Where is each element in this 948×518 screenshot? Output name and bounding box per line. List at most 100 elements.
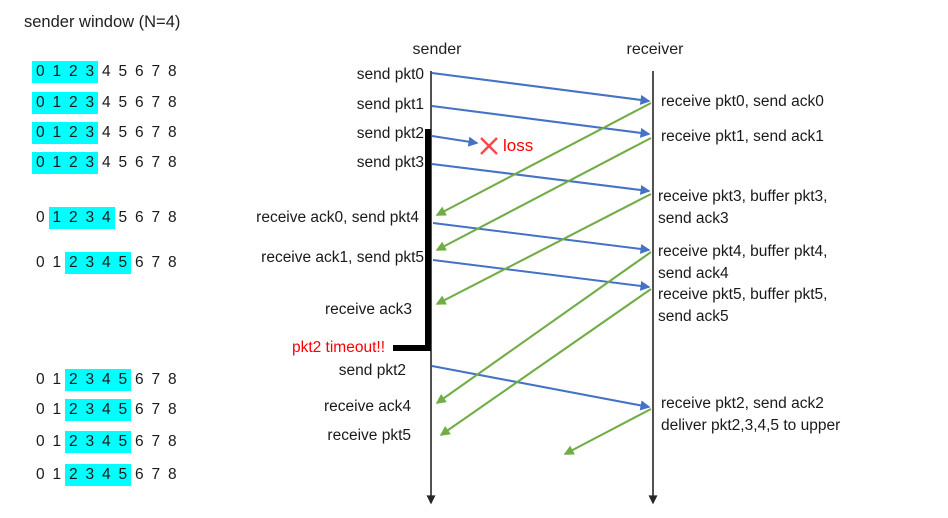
window-digit: 3	[81, 369, 98, 391]
sender-event-label: receive ack3	[324, 301, 412, 318]
receiver-event-line: receive pkt1, send ack1	[661, 128, 824, 145]
window-digit: 4	[98, 399, 115, 421]
window-digit: 5	[114, 399, 131, 421]
window-digit: 2	[65, 252, 82, 274]
window-digit: 3	[81, 122, 98, 144]
window-digit: 8	[167, 433, 177, 450]
window-digit: 4	[98, 252, 115, 274]
window-digit: 8	[167, 401, 177, 418]
packet-arrow-pkt0	[431, 71, 651, 105]
window-digit: 2	[65, 464, 82, 486]
lifelines	[426, 71, 658, 505]
window-digit: 3	[81, 399, 98, 421]
receiver-event-label: receive pkt3, buffer pkt3,send ack3	[658, 186, 827, 230]
pkt2-timeout-timer-bar	[393, 129, 431, 351]
window-digit: 8	[167, 154, 177, 171]
window-digit: 8	[167, 124, 177, 141]
window-digit: 5	[118, 63, 128, 80]
window-digit: 1	[48, 207, 65, 229]
sender-event-label: receive ack1, send pkt5	[261, 249, 424, 266]
window-digit: 4	[101, 154, 111, 171]
window-digit: 0	[35, 433, 45, 450]
packet-arrow-pkt2-lost	[431, 134, 479, 147]
window-digit: 6	[134, 466, 144, 483]
window-digit: 2	[65, 122, 82, 144]
window-digit: 2	[65, 207, 82, 229]
loss-x-icon	[480, 137, 498, 155]
window-digit: 0	[35, 254, 45, 271]
receiver-event-line: send ack5	[658, 308, 729, 325]
window-digit: 3	[81, 207, 98, 229]
window-digit: 7	[151, 124, 161, 141]
window-digit: 8	[167, 94, 177, 111]
window-digit: 6	[134, 371, 144, 388]
receiver-event-line: receive pkt2, send ack2	[661, 395, 824, 412]
window-digit: 3	[81, 152, 98, 174]
sender-event-label: receive pkt5	[327, 427, 411, 444]
window-digit: 1	[48, 122, 65, 144]
ack-arrow-ack1	[435, 137, 652, 251]
sender-event-label: send pkt3	[356, 154, 424, 171]
window-digit: 2	[65, 152, 82, 174]
window-digit: 7	[151, 63, 161, 80]
window-digit: 6	[134, 254, 144, 271]
window-digit: 1	[52, 371, 62, 388]
window-digit: 0	[35, 466, 45, 483]
window-digit: 1	[48, 92, 65, 114]
window-digit: 0	[35, 209, 45, 226]
window-digit: 4	[101, 94, 111, 111]
window-digit: 6	[134, 401, 144, 418]
receiver-event-label: receive pkt0, send ack0	[661, 91, 824, 113]
window-digit: 3	[81, 252, 98, 274]
receiver-event-line: receive pkt5, buffer pkt5,	[658, 286, 828, 303]
loss-label: loss	[503, 136, 534, 155]
packet-arrow-pkt3	[431, 162, 651, 195]
window-digit: 0	[32, 122, 49, 144]
window-digit: 4	[98, 464, 115, 486]
window-digit: 4	[98, 431, 115, 453]
sender-event-label: send pkt2	[356, 125, 424, 142]
window-digit: 3	[81, 431, 98, 453]
window-digit: 0	[35, 401, 45, 418]
receiver-event-label: receive pkt4, buffer pkt4,send ack4	[658, 241, 827, 285]
window-digit: 8	[167, 466, 177, 483]
sender-event-label: receive ack0, send pkt4	[256, 209, 419, 226]
sender-event-label: receive ack4	[323, 398, 411, 415]
window-digit: 6	[134, 94, 144, 111]
window-digit: 5	[118, 94, 128, 111]
window-digit: 6	[134, 209, 144, 226]
window-digit: 6	[134, 63, 144, 80]
window-digit: 4	[98, 369, 115, 391]
sender-event-label: pkt2 timeout!!	[291, 339, 385, 356]
window-digit: 5	[114, 431, 131, 453]
packet-arrow-pkt1	[431, 104, 651, 138]
ack-arrow-ack3	[435, 193, 652, 305]
window-digit: 8	[167, 63, 177, 80]
window-digit: 1	[52, 401, 62, 418]
window-digit: 6	[134, 124, 144, 141]
window-digit: 4	[101, 63, 111, 80]
window-digit: 6	[134, 154, 144, 171]
window-digit: 7	[151, 209, 161, 226]
window-digit: 0	[32, 61, 49, 83]
window-digit: 8	[167, 371, 177, 388]
sender-event-label: send pkt0	[356, 66, 424, 83]
sender-column-header: sender	[412, 41, 462, 58]
diagram-title: sender window (N=4)	[24, 13, 181, 31]
sender-event-label: send pkt1	[356, 96, 424, 113]
window-digit: 1	[48, 152, 65, 174]
receiver-event-line: send ack3	[658, 210, 729, 227]
window-digit: 3	[81, 464, 98, 486]
window-digit: 7	[151, 371, 161, 388]
ack-arrows	[435, 102, 652, 455]
window-digit: 1	[52, 254, 62, 271]
window-digit: 5	[118, 209, 128, 226]
window-digit: 2	[65, 61, 82, 83]
window-digit: 5	[118, 154, 128, 171]
